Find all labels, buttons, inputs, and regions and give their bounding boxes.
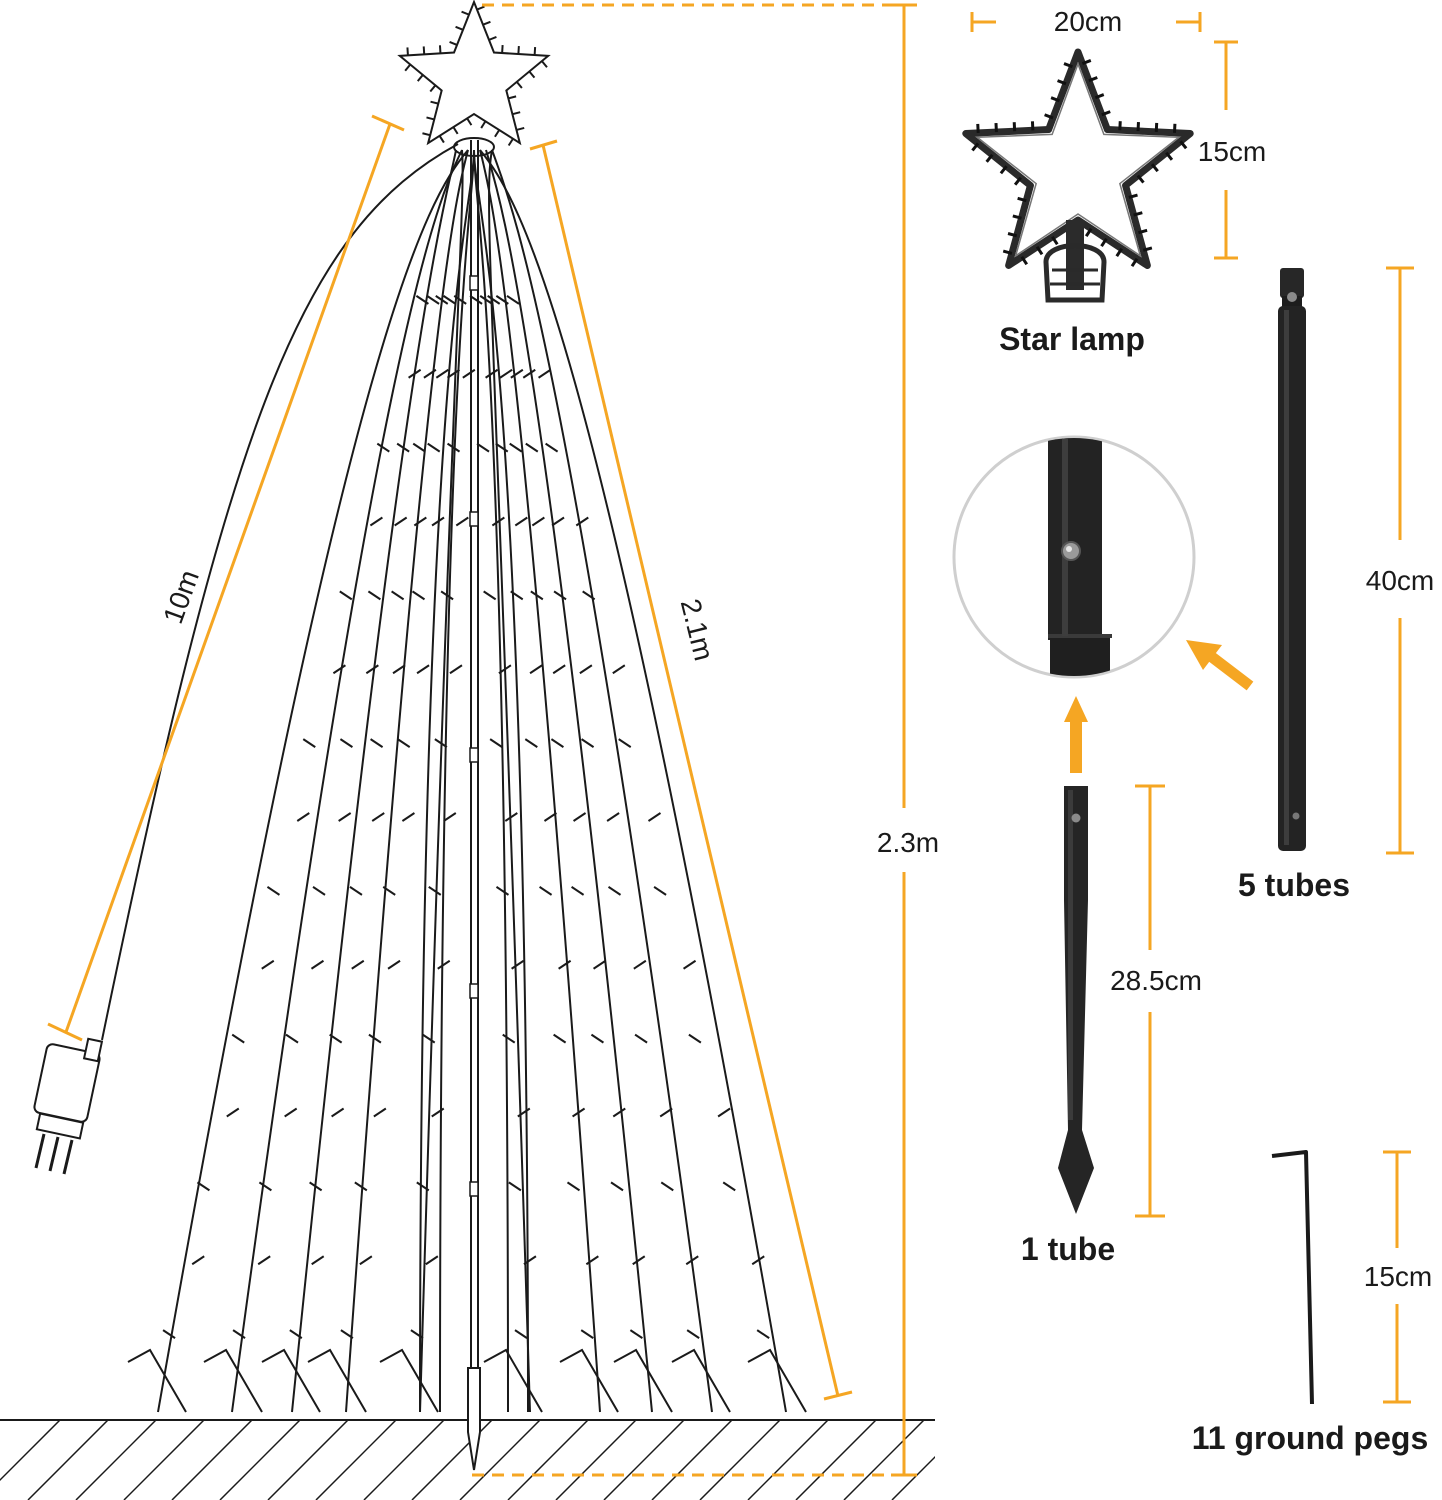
star-width-label: 20cm [1054, 6, 1122, 37]
spike-tube: 28.5cm 1 tube [1021, 784, 1202, 1267]
star-lamp-caption: Star lamp [999, 321, 1145, 357]
height-dimension [472, 3, 917, 1477]
long-tube-caption: 5 tubes [1238, 867, 1350, 903]
string-length-label: 2.1m [675, 596, 720, 664]
arrow-up-icon [1064, 696, 1088, 773]
spike-tube-length-label: 28.5cm [1110, 965, 1202, 996]
light-strings [157, 149, 787, 1413]
ground-peg-icon: 15cm 11 ground pegs [1192, 1150, 1432, 1456]
tree-ground-pegs [127, 1348, 807, 1413]
ground [0, 1419, 935, 1500]
cable-dimension [47, 114, 405, 1042]
star-icon [962, 48, 1194, 303]
star-lamp-detail: 20cm 15cm Star lamp [962, 6, 1266, 357]
long-tube-length-label: 40cm [1366, 565, 1434, 596]
peg-caption: 11 ground pegs [1192, 1420, 1428, 1456]
arrow-diagonal-icon [1186, 640, 1254, 691]
star-icon [397, 0, 551, 147]
total-height-label: 2.3m [877, 827, 939, 858]
long-tube: 40cm 5 tubes [1238, 266, 1434, 903]
center-pole [453, 137, 495, 1471]
star-height-label: 15cm [1198, 136, 1266, 167]
plug-icon [33, 143, 459, 1175]
string-dimension [529, 139, 853, 1401]
peg-length-label: 15cm [1364, 1261, 1432, 1292]
zoom-circle-icon [952, 435, 1196, 679]
spike-tube-caption: 1 tube [1021, 1231, 1115, 1267]
